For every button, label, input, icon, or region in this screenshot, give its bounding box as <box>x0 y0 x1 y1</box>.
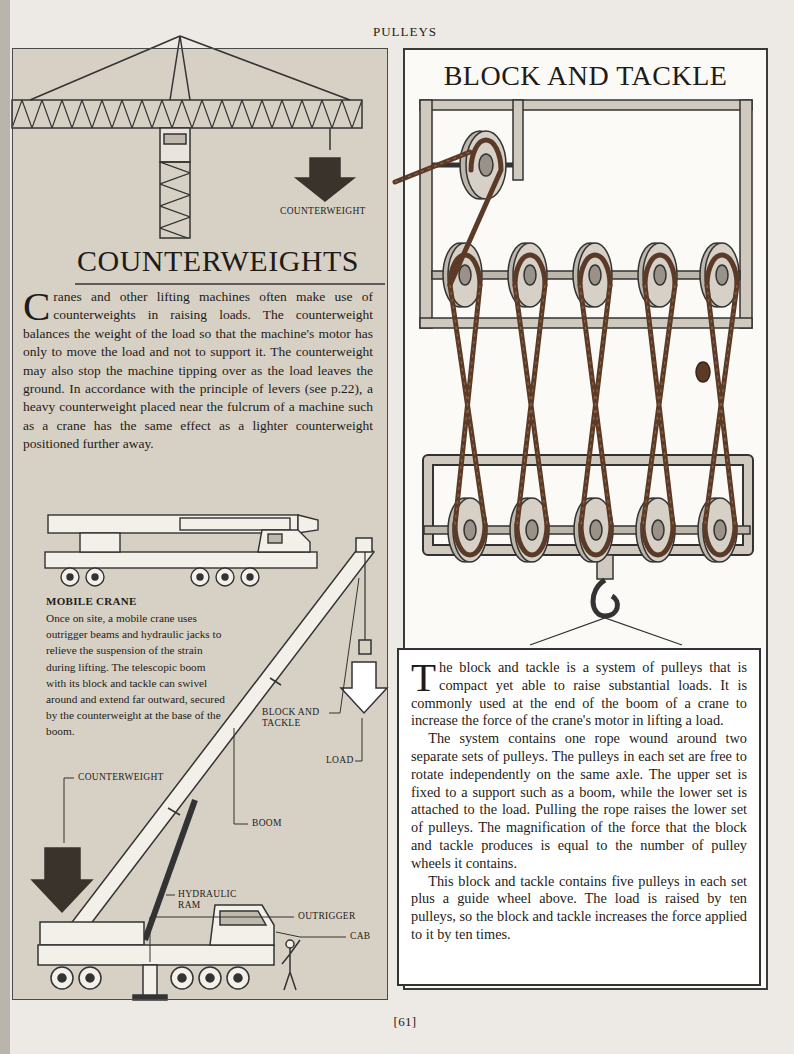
mobile-crane-working <box>32 538 387 1000</box>
body-text: Cranes and other lifting machines often … <box>23 288 373 454</box>
body-text: The block and tackle is a system of pull… <box>411 659 747 730</box>
part-label: CAB <box>350 931 370 942</box>
text-panel: COUNTERWEIGHTS Cranes and other lifting m… <box>12 48 388 1000</box>
part-label: BLOCK AND TACKLE <box>262 707 328 729</box>
part-label: LOAD <box>326 755 354 766</box>
page-number: [61] <box>377 1014 433 1029</box>
part-label: HYDRAULIC RAM <box>178 889 244 911</box>
figure-panel: BLOCK AND TACKLE The block and tackle is … <box>403 48 768 990</box>
block-and-tackle <box>395 100 752 645</box>
body-text: Once on site, a mobile crane uses outrig… <box>46 610 228 740</box>
part-label: OUTRIGGER <box>298 911 356 922</box>
part-label: COUNTERWEIGHT <box>280 206 366 217</box>
body-text: This block and tackle contains five pull… <box>411 873 747 944</box>
subheading: MOBILE CRANE <box>46 595 226 608</box>
part-label: BOOM <box>252 818 282 829</box>
figure-heading: BLOCK AND TACKLE <box>420 60 751 92</box>
body-text: The system contains one rope wound aroun… <box>411 730 747 872</box>
page-ground <box>0 0 768 1054</box>
part-label: COUNTERWEIGHT <box>78 772 164 783</box>
section-heading: COUNTERWEIGHTS <box>68 244 368 278</box>
caption-box: The block and tackle is a system of pull… <box>397 648 761 986</box>
mobile-crane-travel <box>45 515 318 586</box>
running-head: PULLEYS <box>345 24 465 39</box>
